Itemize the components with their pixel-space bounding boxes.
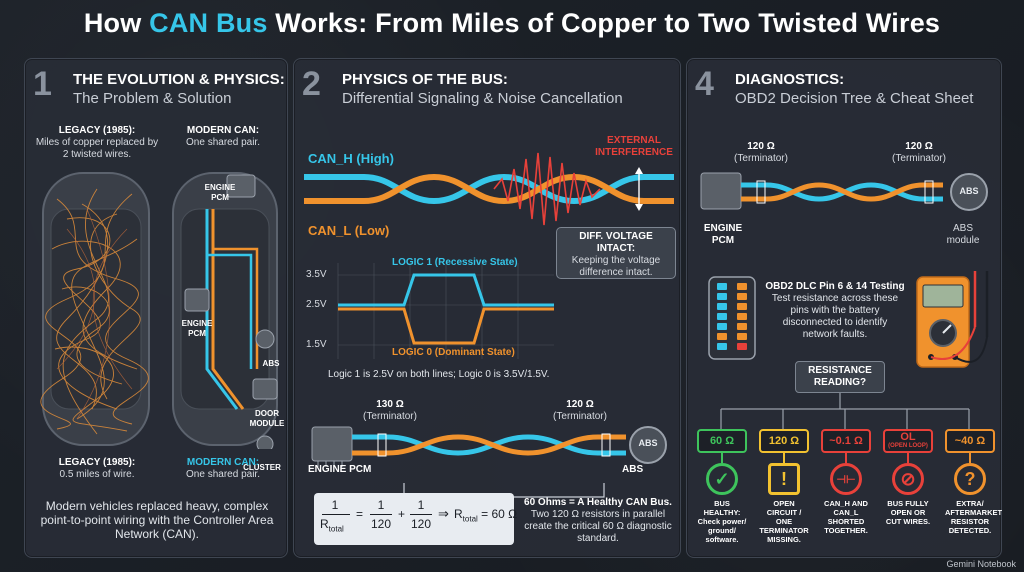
logic-caption: Logic 1 is 2.5V on both lines; Logic 0 i… [328, 369, 550, 380]
legacy-bottom-caption: LEGACY (1985): 0.5 miles of wire. [58, 457, 136, 480]
resistance-reading-node: RESISTANCE READING? [795, 361, 885, 393]
panel-evolution: 1 THE EVOLUTION & PHYSICS: The Problem &… [24, 58, 288, 558]
module-door: DOOR MODULE [249, 409, 285, 428]
outcome-3: ~0.1 Ω ⊣⊢ CAN_H AND CAN_L SHORTED TOGETHER… [821, 429, 871, 535]
panel-physics: 2 PHYSICS OF THE BUS: Differential Signa… [293, 58, 681, 558]
diag-terminator-right-label: 120 Ω (Terminator) [892, 141, 946, 164]
short-icon: ⊣⊢ [830, 463, 862, 495]
interference-label: EXTERNAL INTERFERENCE [595, 135, 673, 158]
diag-abs-label: ABS module [946, 223, 980, 246]
panel-number: 2 [302, 65, 321, 103]
outcome-1: 60 Ω ✓ BUS HEALTHY: Check power/ ground/ s… [697, 429, 747, 544]
can-h-label: CAN_H (High) [308, 151, 394, 166]
diag-terminator-left-label: 120 Ω (Terminator) [734, 141, 788, 164]
panel-number: 1 [33, 65, 52, 103]
terminated-bus-diagram [311, 426, 667, 467]
panel-diagnostics: 4 DIAGNOSTICS: OBD2 Decision Tree & Chea… [686, 58, 1002, 558]
healthy-bus-note: 60 Ohms = A Healthy CAN Bus. Two 120 Ω r… [524, 497, 672, 544]
module-engine-pcm-side: ENGINE PCM [181, 319, 213, 338]
module-abs: ABS [262, 359, 280, 368]
engine-pcm-label: ENGINE PCM [308, 464, 372, 475]
reading-box: OL(OPEN LOOP) [883, 429, 933, 453]
panel-subheading: OBD2 Decision Tree & Cheat Sheet [735, 90, 974, 107]
modern-bottom-caption: MODERN CAN: One shared pair. [186, 457, 260, 480]
reading-box: 120 Ω [759, 429, 809, 453]
outcome-description: EXTRA/ AFTERMARKET RESISTOR DETECTED. [945, 499, 1003, 535]
outcome-description: CAN_H AND CAN_L SHORTED TOGETHER. [824, 499, 868, 535]
abs-label: ABS [622, 464, 644, 475]
panel-number: 4 [695, 65, 714, 103]
y-tick-1-5v: 1.5V [306, 339, 327, 350]
decision-tree-connectors [720, 393, 970, 429]
diff-voltage-callout: DIFF. VOLTAGE INTACT: Keeping the voltag… [556, 227, 676, 279]
interference-spike-wave [493, 152, 601, 226]
panel-heading: THE EVOLUTION & PHYSICS: [73, 71, 285, 88]
twisted-pair-noise-diagram [304, 152, 674, 226]
obd2-connector-icon [708, 276, 756, 360]
warning-icon: ! [768, 463, 800, 495]
question-icon: ? [954, 463, 986, 495]
outcome-4: OL(OPEN LOOP) ⊘ BUS FULLY OPEN OR CUT WIRE… [883, 429, 933, 526]
y-tick-2-5v: 2.5V [306, 299, 327, 310]
diag-engine-label: ENGINE PCM [703, 223, 743, 246]
module-cluster: CLUSTER [243, 463, 281, 472]
outcome-description: OPEN CIRCUIT / ONE TERMINATOR MISSING. [759, 499, 809, 544]
panel-heading: DIAGNOSTICS: [735, 71, 845, 88]
outcome-description: BUS HEALTHY: Check power/ ground/ softwa… [697, 499, 747, 544]
modern-car-can-illustration [172, 172, 278, 449]
outcome-description: BUS FULLY OPEN OR CUT WIRES. [885, 499, 931, 526]
outcome-5: ~40 Ω? EXTRA/ AFTERMARKET RESISTOR DETECT… [945, 429, 1003, 535]
reading-box: 60 Ω [697, 429, 747, 453]
reading-box: ~0.1 Ω [821, 429, 871, 453]
panel-subheading: The Problem & Solution [73, 90, 232, 107]
logic0-label: LOGIC 0 (Dominant State) [392, 347, 515, 358]
module-engine-pcm-top: ENGINE PCM [204, 183, 236, 202]
footer-brand: Gemini Notebook [946, 559, 1016, 569]
reading-box: ~40 Ω [945, 429, 995, 453]
logic-voltage-chart [337, 263, 554, 359]
outcome-2: 120 Ω! OPEN CIRCUIT / ONE TERMINATOR MISS… [759, 429, 809, 544]
can-l-label: CAN_L (Low) [308, 223, 390, 238]
terminator-right-label: 120 Ω (Terminator) [553, 399, 607, 422]
legacy-car-wiring-illustration [40, 172, 150, 446]
multimeter-icon [916, 271, 989, 368]
obd-test-note: OBD2 DLC Pin 6 & 14 Testing Test resista… [765, 281, 905, 340]
panel-subheading: Differential Signaling & Noise Cancellat… [342, 90, 623, 107]
y-tick-3-5v: 3.5V [306, 269, 327, 280]
parallel-resistance-formula: 1 Rtotal = 1 120 + 1 120 ⇒ Rtotal = 60 Ω [314, 493, 517, 545]
logic1-label: LOGIC 1 (Recessive State) [392, 257, 518, 268]
check-icon: ✓ [706, 463, 738, 495]
terminator-left-label: 130 Ω (Terminator) [363, 399, 417, 422]
panel1-summary: Modern vehicles replaced heavy, complex … [40, 499, 274, 541]
diag-bus-diagram [700, 172, 988, 211]
diag-abs-badge: ABS [959, 186, 979, 196]
abs-badge: ABS [638, 438, 658, 448]
legacy-top-caption: LEGACY (1985): Miles of copper replaced … [35, 125, 159, 160]
page-title: How CAN Bus Works: From Miles of Copper … [83, 8, 941, 38]
open-loop-icon: ⊘ [892, 463, 924, 495]
panel-heading: PHYSICS OF THE BUS: [342, 71, 508, 88]
modern-top-caption: MODERN CAN: One shared pair. [186, 125, 260, 148]
